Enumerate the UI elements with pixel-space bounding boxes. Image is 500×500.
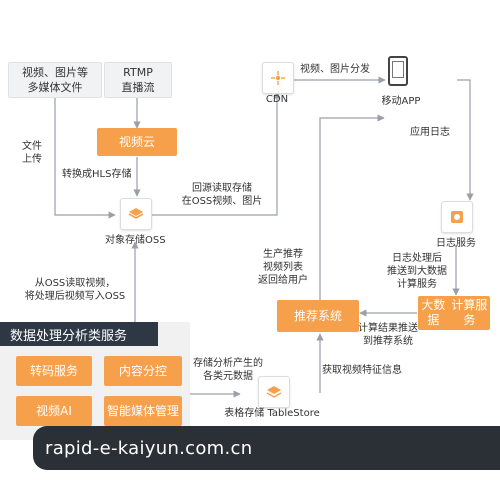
label-gen-recommend: 生产推荐视频列表返回给用户: [258, 249, 308, 286]
label-origin-read: 回源读取存储在OSS视频、图片: [181, 183, 263, 207]
node-mobile-app-label: 移动APP: [381, 96, 421, 107]
service-transcode: 转码服务: [16, 356, 92, 386]
node-bigdata-line1: 大数据: [421, 298, 446, 327]
data-processing-title: 数据处理分析类服务: [0, 322, 158, 346]
node-media-files: 视频、图片等 多媒体文件: [8, 62, 102, 98]
mobile-phone-icon: [388, 56, 408, 86]
label-compute-push: 计算结果推送到推荐系统: [358, 323, 418, 347]
service-content-control: 内容分控: [104, 356, 182, 386]
edge-upload: [54, 98, 116, 219]
label-store-meta: 存储分析产生的各类元数据: [193, 358, 263, 382]
node-media-files-line1: 视频、图片等: [22, 66, 88, 79]
edge-oss-cdn: [152, 91, 281, 216]
node-rtmp-line2: 直播流: [121, 81, 155, 94]
node-log-service-label: 日志服务: [436, 238, 476, 249]
node-cdn-label: CDN: [265, 94, 289, 105]
edge-recommend-app: [319, 114, 385, 300]
label-upload: 文件上传: [22, 141, 42, 165]
label-read-oss: 从OSS读取视频，将处理后视频写入OSS: [24, 278, 126, 302]
node-tablestore-label: 表格存储 TableStore: [224, 408, 320, 419]
label-distribute: 视频、图片分发: [300, 64, 370, 75]
node-bigdata: 大数据 计算服务: [418, 296, 490, 330]
node-media-files-line2: 多媒体文件: [27, 81, 83, 94]
label-log-process: 日志处理后推送到大数据计算服务: [387, 253, 447, 290]
cdn-icon: [262, 62, 294, 94]
node-video-cloud: 视频云: [97, 128, 177, 156]
tablestore-icon: [258, 376, 290, 408]
watermark-banner: rapid-e-kaiyun.com.cn: [33, 426, 500, 470]
oss-icon: [120, 198, 152, 230]
node-bigdata-line2: 计算服务: [451, 298, 488, 327]
log-service-icon: [441, 201, 473, 233]
node-recommend: 推荐系统: [277, 300, 359, 332]
service-smart-media: 智能媒体管理: [104, 396, 182, 426]
label-to-hls: 转换成HLS存储: [62, 169, 132, 180]
node-rtmp-line1: RTMP: [123, 66, 153, 79]
node-oss-label: 对象存储OSS: [105, 235, 166, 246]
label-app-log: 应用日志: [410, 127, 450, 138]
edge-app-log: [457, 79, 474, 201]
node-rtmp: RTMP 直播流: [104, 62, 172, 98]
label-fetch-features: 获取视频特征信息: [322, 365, 402, 376]
service-video-ai: 视频AI: [16, 396, 92, 426]
